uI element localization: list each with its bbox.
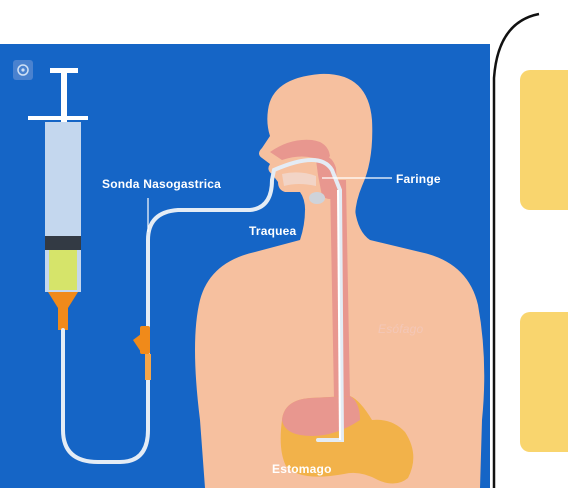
label-esofago: Esófago [378,322,423,336]
label-faringe: Faringe [396,172,441,186]
note-card-top [520,70,568,210]
label-sonda-nasogastrica: Sonda Nasogastrica [102,177,221,191]
label-estomago: Estomago [272,462,332,476]
medical-badge-icon [13,60,33,80]
label-traquea: Traquea [249,224,296,238]
note-card-bottom [520,312,568,452]
